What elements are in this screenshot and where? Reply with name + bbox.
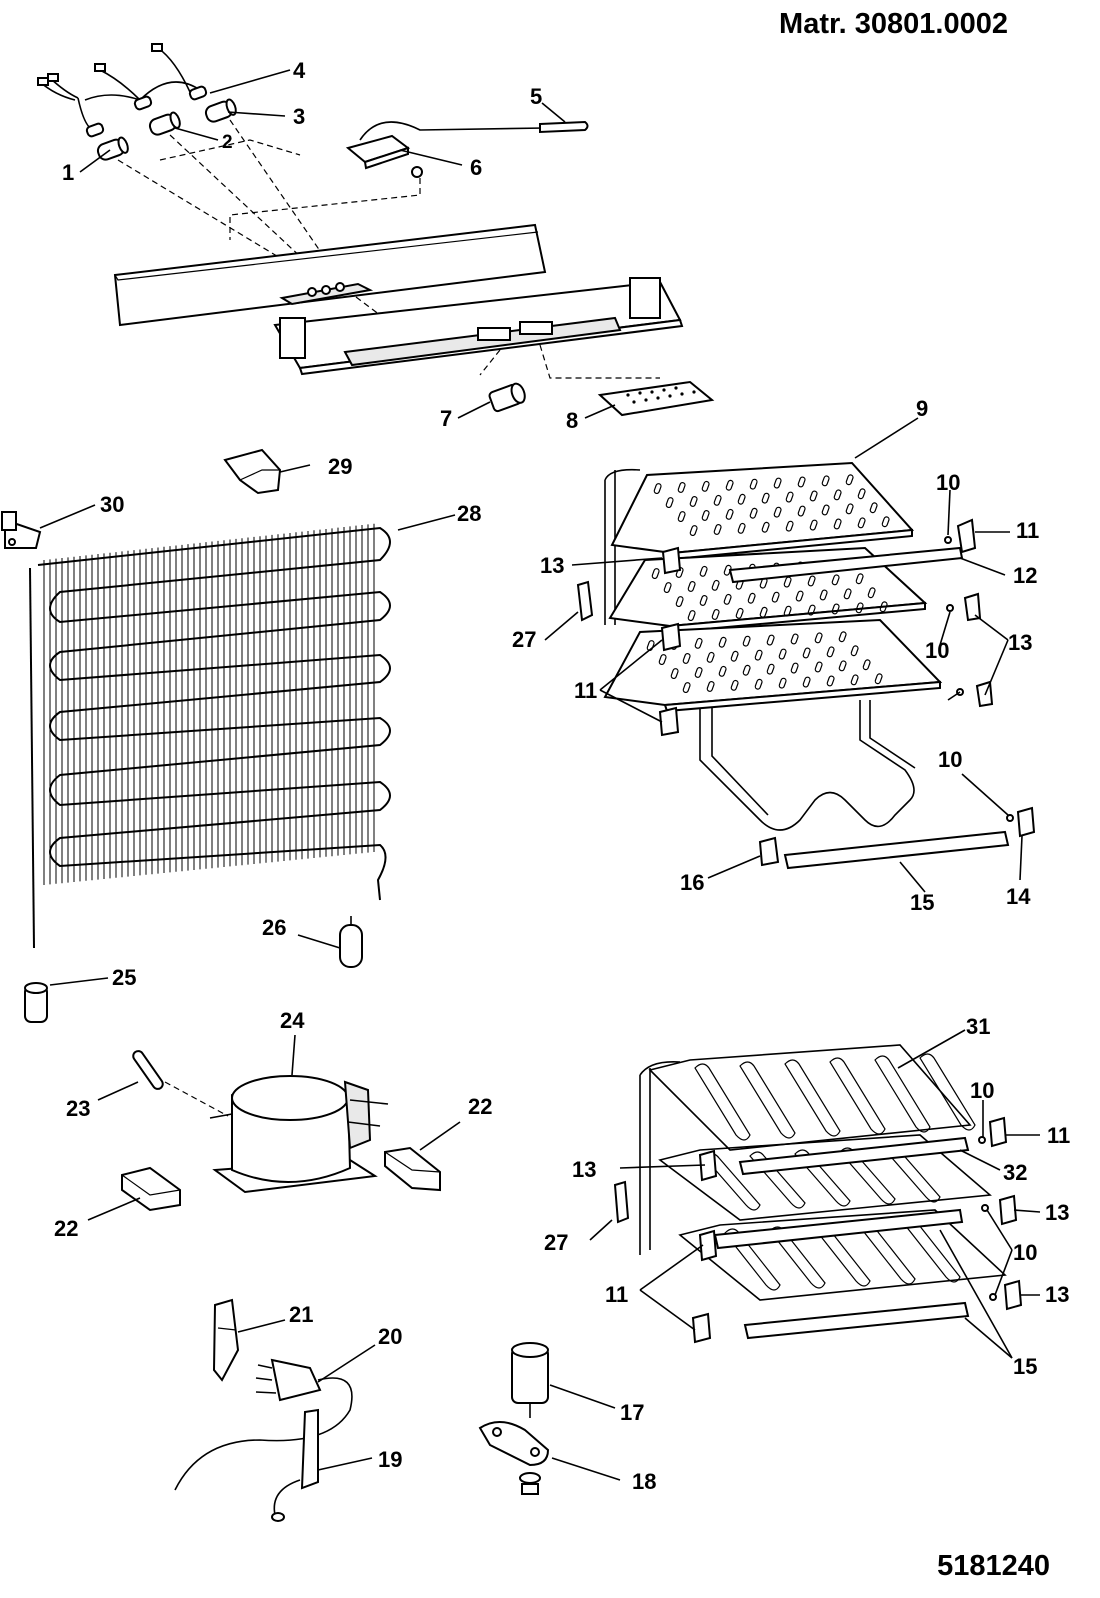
callout-31: 31	[966, 1014, 990, 1039]
callout-4: 4	[293, 58, 306, 83]
condenser-clip	[1, 511, 42, 549]
callout-24: 24	[280, 1008, 305, 1033]
callout-15-a: 15	[910, 890, 934, 915]
callout-13-d: 13	[1045, 1200, 1069, 1225]
upper-shelves	[603, 461, 943, 713]
tube-23	[132, 1050, 229, 1117]
model-number-title: Matr. 30801.0002	[779, 8, 1008, 40]
callout-14: 14	[1006, 884, 1031, 909]
callout-7: 7	[440, 406, 452, 431]
compressor-support-left	[121, 1166, 181, 1212]
callout-13-b: 13	[1008, 630, 1032, 655]
callout-32: 32	[1003, 1160, 1027, 1185]
callout-13-c: 13	[572, 1157, 596, 1182]
callout-12: 12	[1013, 563, 1037, 588]
lower-rails	[613, 1116, 1023, 1344]
callout-1: 1	[62, 160, 74, 185]
cord-clip	[212, 1298, 240, 1382]
callout-17: 17	[620, 1400, 644, 1425]
callout-13-a: 13	[540, 553, 564, 578]
cable-guide	[223, 448, 282, 495]
callout-3: 3	[293, 104, 305, 129]
callout-30: 30	[100, 492, 124, 517]
callout-10-c: 10	[938, 747, 962, 772]
callout-22-b: 22	[54, 1216, 78, 1241]
callout-labels: 1 2 3 4 5 6 7 8 9 10 11 12 13 27 10 13 1…	[54, 58, 1070, 1494]
callout-11-c: 11	[1047, 1123, 1070, 1148]
upper-rails	[576, 518, 1036, 870]
evaporator-upper	[604, 468, 916, 831]
callout-10-d: 10	[970, 1078, 994, 1103]
callout-27-a: 27	[512, 627, 536, 652]
callout-20: 20	[378, 1324, 402, 1349]
wire-shelf-1	[648, 1044, 976, 1151]
compressor	[209, 1075, 389, 1194]
condenser	[29, 523, 391, 949]
lamp	[488, 382, 526, 413]
dashed-assembly-lines	[117, 119, 660, 379]
wire-shelf-2	[658, 1134, 992, 1221]
callout-5: 5	[530, 84, 542, 109]
shelf-3	[603, 618, 943, 713]
callout-22-a: 22	[468, 1094, 492, 1119]
callout-10-e: 10	[1013, 1240, 1037, 1265]
callout-21: 21	[289, 1302, 313, 1327]
callout-23: 23	[66, 1096, 90, 1121]
callout-11-d: 11	[605, 1282, 628, 1307]
evaporator-lower	[639, 1060, 681, 1255]
control-panel-housing	[113, 223, 684, 376]
shelf-1	[610, 461, 915, 561]
callout-13-e: 13	[1045, 1282, 1069, 1307]
sensor-cable	[271, 1408, 319, 1522]
callout-6: 6	[470, 155, 482, 180]
capacitor-bracket	[478, 1421, 550, 1495]
power-cord	[174, 1358, 353, 1491]
capacitor	[511, 1342, 549, 1418]
lower-wire-shelves	[648, 1044, 1007, 1301]
callout-8: 8	[566, 408, 578, 433]
filter-drier	[339, 916, 363, 968]
callout-11-a: 11	[1016, 518, 1039, 543]
callout-29: 29	[328, 454, 352, 479]
callout-26: 26	[262, 915, 286, 940]
callout-28: 28	[457, 501, 481, 526]
compressor-support-right	[384, 1146, 441, 1192]
callout-10-b: 10	[925, 638, 949, 663]
callout-16: 16	[680, 870, 704, 895]
document-number: 5181240	[937, 1550, 1050, 1582]
callout-18: 18	[632, 1469, 656, 1494]
grommet	[24, 982, 48, 1023]
lamp-holder-parts	[37, 43, 237, 161]
callout-11-b: 11	[574, 678, 597, 703]
callout-2: 2	[222, 132, 233, 153]
callout-27-b: 27	[544, 1230, 568, 1255]
callout-10-a: 10	[936, 470, 960, 495]
callout-15-b: 15	[1013, 1354, 1037, 1379]
leader-lines	[39, 69, 1041, 1481]
callout-9: 9	[916, 396, 928, 421]
callout-25: 25	[112, 965, 136, 990]
thermostat	[345, 120, 589, 178]
callout-19: 19	[378, 1447, 402, 1472]
lamp-cover	[597, 380, 715, 417]
